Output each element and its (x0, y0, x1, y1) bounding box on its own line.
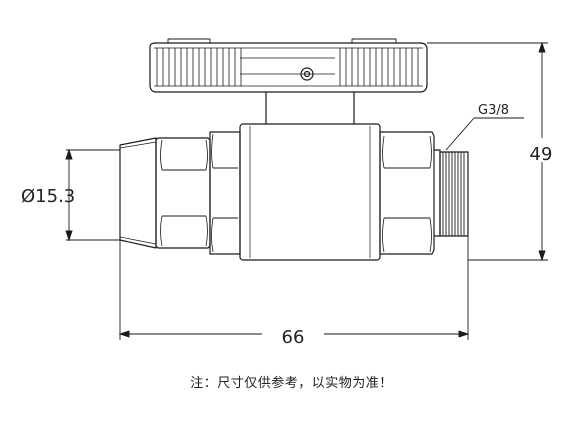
right-thread (434, 149, 469, 237)
valve-stem (265, 92, 355, 124)
left-barb (119, 137, 157, 249)
valve-body (239, 123, 381, 261)
valve-handle (149, 38, 428, 93)
disclaimer-note: 注：尺寸仅供参考，以实物为准！ (190, 376, 393, 391)
left-hex-nut (155, 137, 211, 249)
diameter-label: Ø15.3 (21, 186, 75, 207)
thread-label: G3/8 (478, 103, 509, 118)
dimension-lines (65, 41, 548, 340)
right-hex-nut (379, 131, 435, 255)
height-label: 49 (530, 144, 553, 165)
length-label: 66 (282, 327, 305, 348)
middle-hex (209, 131, 241, 255)
